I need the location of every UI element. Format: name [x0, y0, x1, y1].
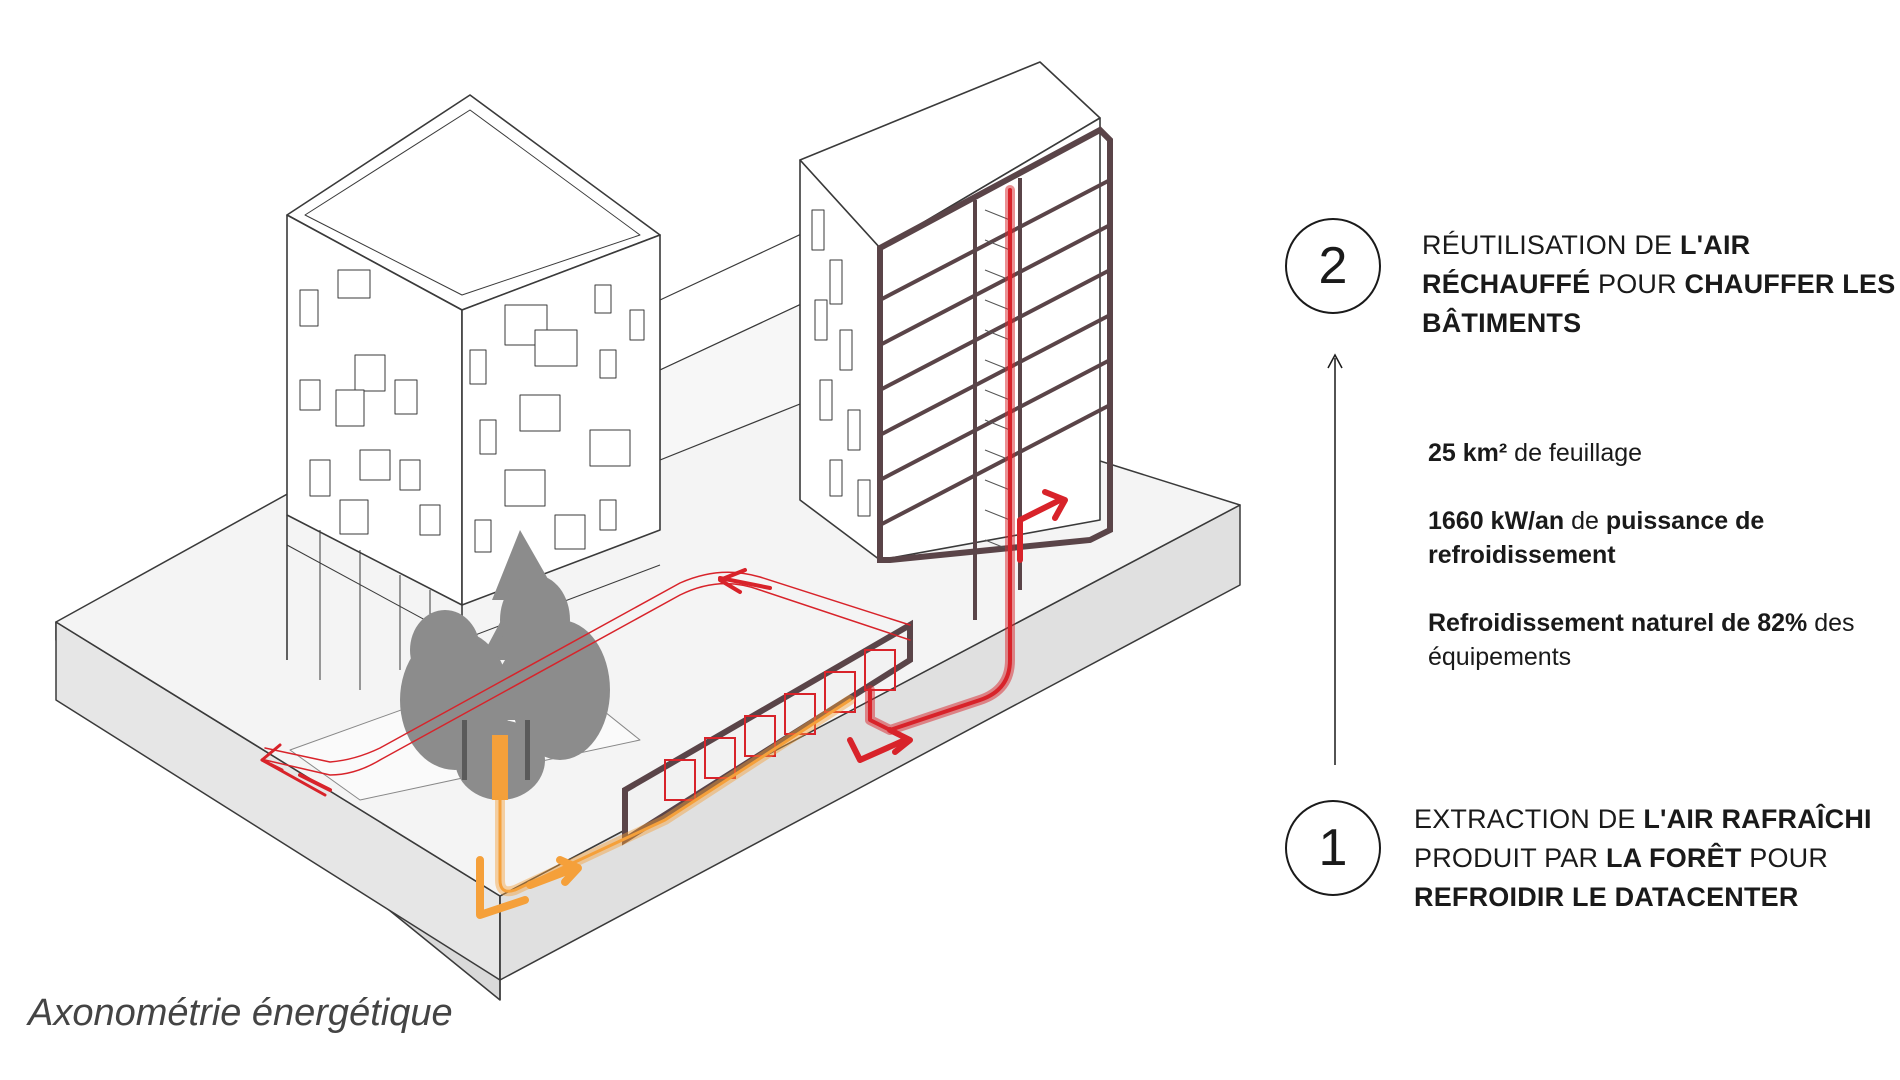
step-1-text-segment: L'AIR RAFRAÎCHI — [1643, 804, 1872, 834]
step-2-text-segment: POUR — [1590, 269, 1685, 299]
step-2-text-segment: L'AIR — [1679, 230, 1751, 260]
warm-air-flow — [260, 185, 1068, 797]
stat-item-line: 1660 kW/an de puissance de — [1428, 504, 1855, 538]
stat-item-segment: refroidissement — [1428, 541, 1616, 569]
step-1-text-segment: LA FORÊT — [1605, 843, 1742, 873]
stat-item-segment: puissance de — [1605, 507, 1765, 535]
step-1-text-line: EXTRACTION DE L'AIR RAFRAÎCHI — [1414, 800, 1872, 839]
step-2-text-segment: BÂTIMENTS — [1422, 308, 1582, 338]
stat-item-segment: des — [1807, 609, 1855, 637]
step-1-text-segment: REFROIDIR LE DATACENTER — [1414, 882, 1799, 912]
stat-item-segment: 1660 kW/an — [1428, 507, 1565, 535]
stat-item-line: 25 km² de feuillage — [1428, 436, 1855, 470]
stat-item: 25 km² de feuillage — [1428, 436, 1855, 470]
step-2-text-segment: RÉUTILISATION DE — [1422, 230, 1680, 260]
stat-item: Refroidissement naturel de 82% des équipe… — [1428, 606, 1855, 674]
step-1-text-line: REFROIDIR LE DATACENTER — [1414, 878, 1872, 917]
step-2-text-segment: CHAUFFER LES — [1684, 269, 1896, 299]
step-2-text-line: RÉCHAUFFÉ POUR CHAUFFER LES — [1422, 265, 1895, 304]
left-building — [286, 94, 661, 690]
step-2-text-line: BÂTIMENTS — [1422, 304, 1895, 343]
step-1-text-segment: PRODUIT PAR — [1414, 843, 1606, 873]
stat-item-segment: de — [1564, 507, 1606, 535]
diagram-caption: Axonométrie énergétique — [28, 992, 453, 1034]
step-1-text-segment: EXTRACTION DE — [1414, 804, 1644, 834]
stat-item-segment: de feuillage — [1507, 439, 1643, 467]
cool-air-flow — [476, 695, 855, 919]
step-2-text-line: RÉUTILISATION DE L'AIR — [1422, 226, 1895, 265]
stat-item-segment: équipements — [1428, 643, 1572, 671]
stat-item-segment: 25 km² — [1428, 439, 1508, 467]
step-1-number: 1 — [1318, 819, 1348, 877]
step-2-number: 2 — [1318, 237, 1348, 295]
step-2-circle: 2 — [1285, 218, 1381, 314]
stat-item-line: refroidissement — [1428, 538, 1855, 572]
right-building — [799, 61, 1101, 561]
stat-item: 1660 kW/an de puissance de refroidissemen… — [1428, 504, 1855, 572]
stat-item-line: Refroidissement naturel de 82% des — [1428, 606, 1855, 640]
stat-item-line: équipements — [1428, 640, 1855, 674]
step-1-text-segment: POUR — [1741, 843, 1829, 873]
step-1-circle: 1 — [1285, 800, 1381, 896]
trees — [400, 530, 610, 800]
step-2-text-segment: RÉCHAUFFÉ — [1422, 269, 1591, 299]
stat-item-segment: Refroidissement naturel de 82% — [1428, 609, 1808, 637]
step-1-text-line: PRODUIT PAR LA FORÊT POUR — [1414, 839, 1872, 878]
flow-arrow — [1327, 353, 1343, 765]
stats-block: 25 km² de feuillage 1660 kW/an de puissan… — [1428, 436, 1855, 708]
